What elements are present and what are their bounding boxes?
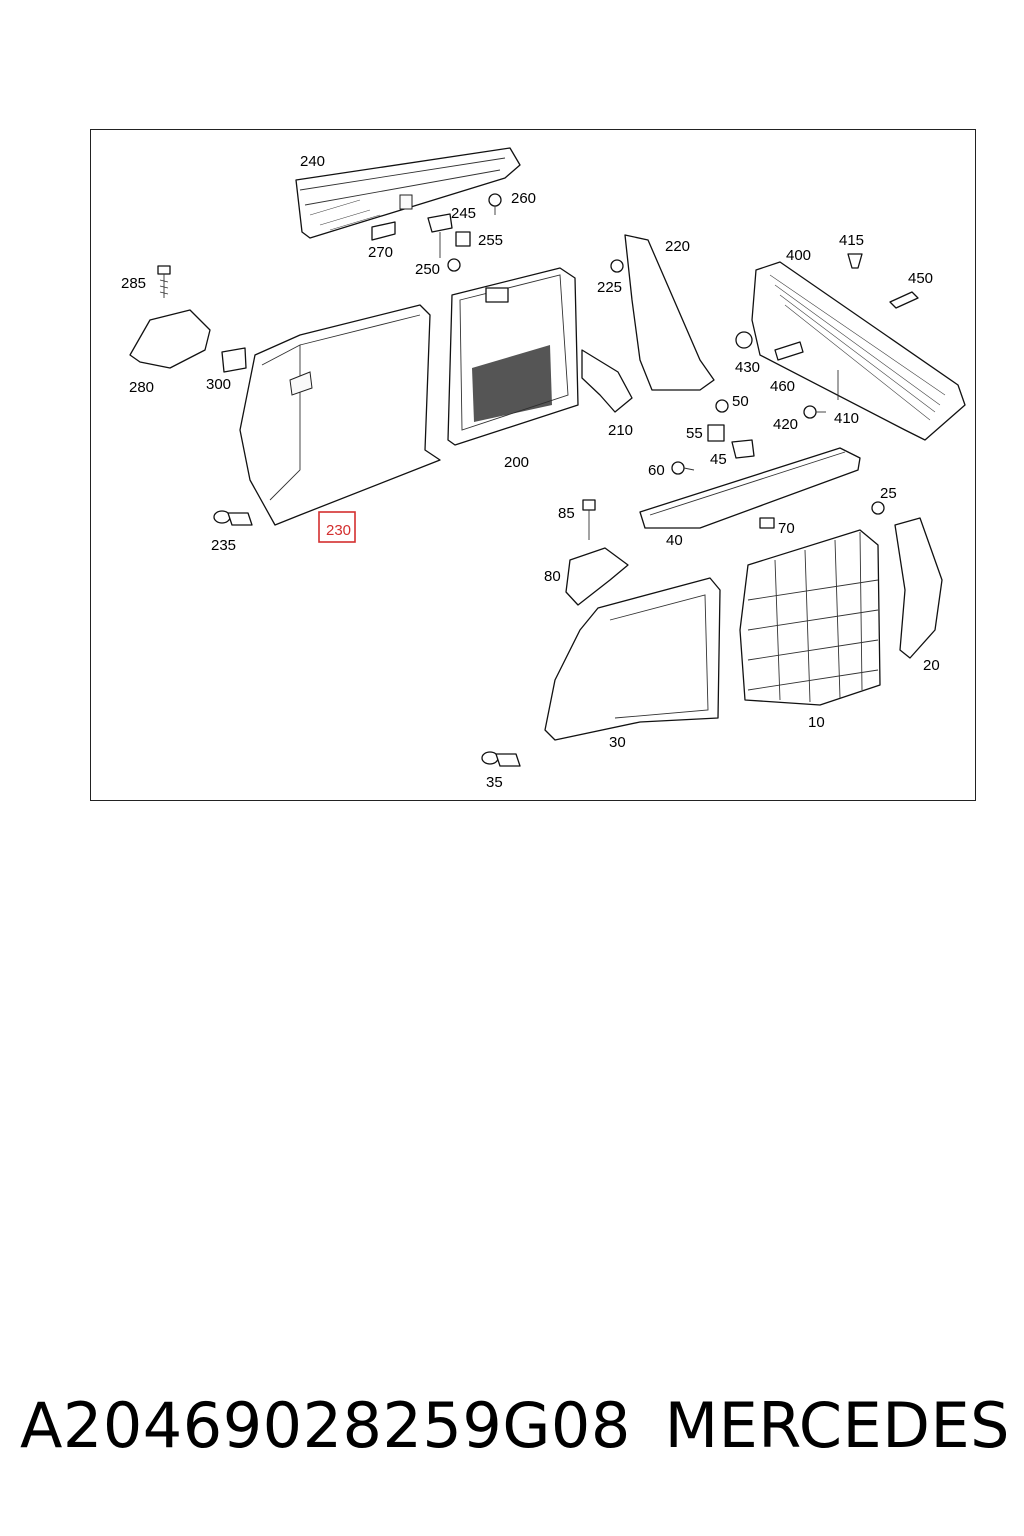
callout-280: 280 — [129, 379, 154, 396]
part-70-clip — [759, 517, 775, 529]
part-285-bolt — [157, 265, 171, 298]
part-220-pillar — [624, 234, 715, 391]
part-30-lower-panel — [544, 577, 721, 741]
highlight-box-230 — [318, 511, 356, 543]
part-240-shelf — [295, 147, 521, 239]
callout-410: 410 — [834, 410, 859, 427]
part-85-bolt — [582, 499, 596, 540]
callout-235: 235 — [211, 537, 236, 554]
brand-name: MERCEDES — [664, 1388, 1010, 1462]
part-255-nut — [455, 231, 471, 247]
callout-300: 300 — [206, 376, 231, 393]
part-460-pad — [774, 341, 804, 361]
part-40-sill-bar — [639, 447, 861, 529]
part-10-storage-cage — [739, 529, 881, 706]
callout-230: 230 — [326, 522, 351, 539]
part-230-side-panel — [239, 304, 441, 526]
callout-45: 45 — [710, 451, 727, 468]
callout-80: 80 — [544, 568, 561, 585]
part-45-clip — [731, 439, 755, 459]
callout-430: 430 — [735, 359, 760, 376]
part-80-cover — [565, 547, 629, 606]
part-450-strip — [889, 291, 919, 309]
callout-70: 70 — [778, 520, 795, 537]
callout-255: 255 — [478, 232, 503, 249]
callout-210: 210 — [608, 422, 633, 439]
callout-285: 285 — [121, 275, 146, 292]
callout-250: 250 — [415, 261, 440, 278]
part-20-side-trim — [894, 517, 943, 659]
callout-40: 40 — [666, 532, 683, 549]
part-50-screw — [715, 399, 729, 413]
callout-270: 270 — [368, 244, 393, 261]
callout-20: 20 — [923, 657, 940, 674]
callout-55: 55 — [686, 425, 703, 442]
part-245-clip — [427, 213, 453, 258]
part-25-screw — [871, 501, 885, 515]
diagram-frame — [90, 129, 976, 801]
callout-200: 200 — [504, 454, 529, 471]
part-55-clip — [707, 424, 725, 442]
callout-245: 245 — [451, 205, 476, 222]
part-200-net-panel — [447, 267, 579, 446]
part-235-push-pin — [213, 510, 253, 526]
part-225-clip — [610, 259, 624, 273]
callout-260: 260 — [511, 190, 536, 207]
part-430-nut — [735, 331, 753, 349]
callout-415: 415 — [839, 232, 864, 249]
callout-10: 10 — [808, 714, 825, 731]
footer-caption: A20469028259G08 MERCEDES — [20, 1380, 1010, 1470]
part-415-clip — [847, 253, 863, 269]
callout-460: 460 — [770, 378, 795, 395]
part-280-bracket — [129, 309, 211, 369]
callout-400: 400 — [786, 247, 811, 264]
part-270-bracket — [371, 221, 396, 241]
part-250-screw — [447, 258, 461, 272]
callout-25: 25 — [880, 485, 897, 502]
callout-30: 30 — [609, 734, 626, 751]
part-35-push-pin — [481, 751, 521, 767]
callout-220: 220 — [665, 238, 690, 255]
part-number: A20469028259G08 — [20, 1388, 631, 1462]
callout-60: 60 — [648, 462, 665, 479]
callout-240: 240 — [300, 153, 325, 170]
part-300-clip — [221, 347, 247, 373]
callout-225: 225 — [597, 279, 622, 296]
callout-450: 450 — [908, 270, 933, 287]
part-420-screw — [803, 405, 826, 419]
callout-420: 420 — [773, 416, 798, 433]
callout-50: 50 — [732, 393, 749, 410]
part-210-bracket — [581, 349, 633, 413]
callout-85: 85 — [558, 505, 575, 522]
part-260-screw — [488, 193, 502, 215]
parts-diagram: 240 260 245 255 270 250 220 400 415 450 … — [121, 147, 966, 791]
part-400-sill-panel — [751, 261, 966, 441]
part-60-screw — [671, 461, 695, 475]
callout-35: 35 — [486, 774, 503, 791]
